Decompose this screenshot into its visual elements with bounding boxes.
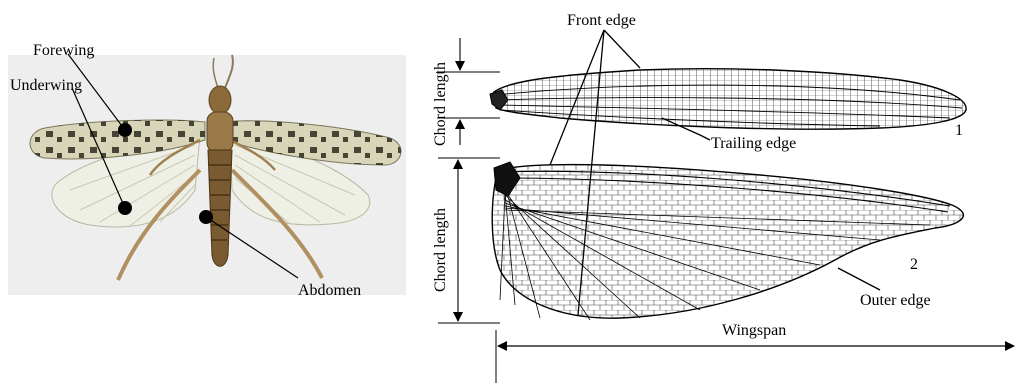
trailing-edge-label: Trailing edge bbox=[711, 135, 796, 152]
underwing-label: Underwing bbox=[10, 77, 82, 94]
outer-edge-leader bbox=[838, 268, 880, 290]
wing-2-number: 2 bbox=[910, 256, 918, 273]
head bbox=[209, 86, 231, 114]
front-edge-leader-forewing bbox=[604, 30, 640, 68]
abdomen-body bbox=[208, 150, 232, 266]
outer-edge-label: Outer edge bbox=[860, 292, 931, 309]
wingspan-label: Wingspan bbox=[722, 322, 786, 339]
locust-photo: Forewing Underwing Abdomen bbox=[8, 42, 406, 299]
wing-1-number: 1 bbox=[955, 122, 963, 139]
thorax bbox=[207, 112, 233, 152]
chord-length-label-2: Chord length bbox=[432, 208, 449, 292]
forewing-drawing bbox=[494, 69, 966, 129]
chord-length-label-1: Chord length bbox=[432, 62, 449, 146]
abdomen-label: Abdomen bbox=[298, 282, 361, 299]
forewing-label: Forewing bbox=[33, 42, 94, 59]
front-edge-label: Front edge bbox=[567, 12, 636, 29]
wing-drawings: Front edge Trailing edge Outer edge 1 2 … bbox=[432, 12, 1014, 383]
